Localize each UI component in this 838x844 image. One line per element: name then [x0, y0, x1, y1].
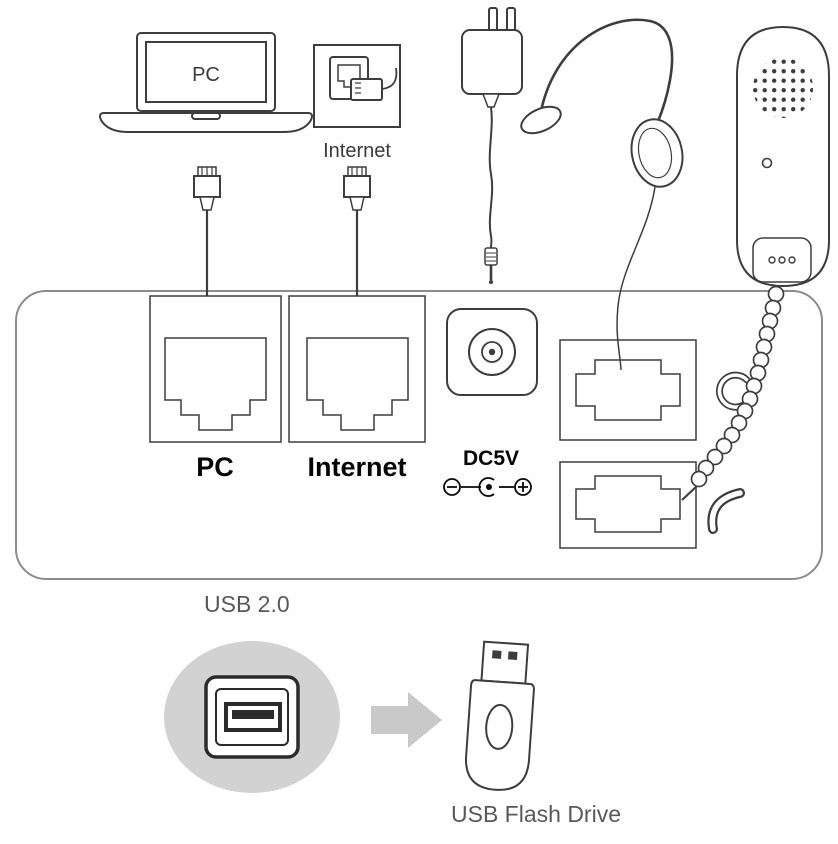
usb-flash-drive-icon [465, 640, 535, 791]
handset-port [559, 461, 697, 549]
usb-section-label: USB 2.0 [204, 591, 290, 617]
power-adapter-icon [461, 7, 523, 284]
pc-port [149, 295, 282, 443]
laptop-label: PC [192, 64, 220, 86]
laptop-icon: PC [99, 32, 313, 133]
adapter-prong [506, 7, 516, 33]
internet-port-rj45-jack-icon [306, 337, 409, 431]
adapter-prong [488, 7, 498, 33]
headset-earcup-inner [637, 127, 673, 179]
handset-hole [761, 157, 773, 169]
handset-mic-cap [752, 237, 812, 283]
dc-jack-pin [488, 348, 496, 356]
dc-port-label: DC5V [463, 447, 519, 470]
ethernet-cable-internet-icon [343, 166, 371, 296]
headset-port-jack-icon [575, 359, 681, 421]
pc-port-label: PC [196, 452, 234, 482]
handset-port-jack-icon [575, 475, 681, 533]
usb-port-icon [164, 641, 340, 793]
usb-receptacle-tongue [232, 710, 274, 719]
headset-band [538, 18, 674, 125]
headset-port [559, 339, 697, 441]
headset-pad [520, 105, 562, 135]
wall-jack-box [313, 44, 401, 128]
wall-jack-label: Internet [323, 140, 391, 162]
arrow-right-icon [371, 692, 442, 748]
handset-coiled-cord [681, 285, 785, 501]
wall-jack-cable [381, 67, 398, 90]
handset-device-icon [736, 25, 830, 288]
adapter-cable [488, 106, 494, 249]
wall-jack-plug-contacts [355, 82, 361, 94]
headset-earcup [630, 118, 684, 188]
pc-port-rj45-jack-icon [164, 337, 267, 431]
flash-drive-loop-hole [485, 703, 514, 750]
laptop-base [99, 112, 313, 133]
headset-device-icon [520, 18, 684, 371]
rear-panel-outline [15, 290, 823, 580]
handset-speaker-grille [753, 58, 813, 118]
phone-rear-panel: PC Internet DC5V [15, 290, 823, 580]
dc-power-port [446, 308, 538, 396]
headset-cable [616, 186, 656, 371]
usb-flash-drive-label: USB Flash Drive [451, 801, 621, 827]
flash-drive-connector [480, 640, 530, 685]
adapter-body [461, 29, 523, 95]
adapter-strain-relief [481, 93, 501, 108]
handset-symbol-icon [707, 488, 745, 534]
wall-jack-plug [350, 78, 383, 101]
internet-port [288, 295, 426, 443]
internet-wall-jack-icon: Internet [313, 44, 401, 162]
internet-port-label: Internet [307, 452, 406, 482]
laptop-notch [191, 112, 221, 120]
dc-polarity-symbol-icon [443, 477, 532, 497]
laptop-screen-inner [145, 41, 267, 103]
ethernet-cable-pc-icon [193, 166, 221, 296]
